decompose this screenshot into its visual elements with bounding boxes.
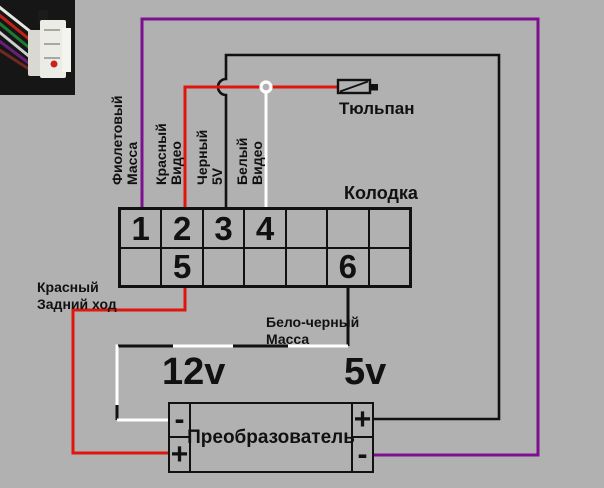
reverse-wire-color: Красный xyxy=(37,279,99,295)
reverse-wire-function: Задний ход xyxy=(37,296,117,312)
connector-slots xyxy=(44,29,60,59)
block-cell-r1c5 xyxy=(285,209,328,248)
connector-photo xyxy=(0,0,75,95)
converter-label: Преобразователь xyxy=(187,426,355,448)
connector-latch-tab xyxy=(38,10,48,24)
pin1-function: Масса xyxy=(124,141,140,185)
ground-wire-color: Бело-черный xyxy=(266,314,360,330)
wire-junction-dot xyxy=(259,80,273,94)
block-cell-r1c6 xyxy=(327,209,369,248)
ground-wire-function: Масса xyxy=(266,331,310,347)
rca-connector-symbol xyxy=(336,78,378,95)
pin3-color: Черный xyxy=(194,129,210,185)
block-cell-6: 6 xyxy=(327,247,369,286)
block-cell-r2c3 xyxy=(202,247,245,286)
block-cell-2: 2 xyxy=(161,209,203,248)
pin3-function: 5V xyxy=(209,167,225,185)
wire-ground-striped-overlay xyxy=(115,344,348,420)
rca-pin xyxy=(370,84,378,91)
block-cell-4: 4 xyxy=(244,209,286,248)
terminal-5v-minus: - xyxy=(351,436,374,473)
connector-red-dot xyxy=(50,60,58,68)
wire-black-5v xyxy=(216,53,501,421)
pin1-color: Фиолетовый xyxy=(109,95,125,185)
block-cell-r1c7 xyxy=(368,209,410,248)
pin4-label: Белый Видео xyxy=(234,137,265,185)
reverse-wire-label: Красный Задний ход xyxy=(37,279,117,313)
wire-purple-ground xyxy=(140,17,540,457)
block-cell-5: 5 xyxy=(161,247,203,286)
connector-face xyxy=(62,28,71,72)
pin3-label: Черный 5V xyxy=(194,129,225,185)
harness-wires xyxy=(0,5,37,73)
terminal-12v-plus: + xyxy=(168,436,191,473)
wire-red-video xyxy=(183,85,338,207)
ground-wire-label: Бело-черный Масса xyxy=(266,314,359,348)
output-voltage-label: 5v xyxy=(344,351,387,393)
rca-label: Тюльпан xyxy=(339,99,415,118)
wire-red-reverse xyxy=(71,288,187,455)
pin2-function: Видео xyxy=(168,141,184,185)
block-cell-r2c4 xyxy=(244,247,286,286)
block-cell-r2c7 xyxy=(368,247,410,286)
pin4-color: Белый xyxy=(234,137,250,185)
rca-diagonal xyxy=(339,80,369,93)
block-cell-1: 1 xyxy=(120,209,162,248)
pin1-label: Фиолетовый Масса xyxy=(109,95,140,185)
block-cell-3: 3 xyxy=(202,209,245,248)
input-voltage-label: 12v xyxy=(162,351,226,393)
connector-block-table: 1 2 3 4 5 6 xyxy=(118,207,412,288)
block-cell-r2c5 xyxy=(285,247,328,286)
connector-block-title: Колодка xyxy=(344,183,418,203)
pin2-label: Красный Видео xyxy=(153,123,184,185)
pin2-color: Красный xyxy=(153,123,169,185)
block-cell-r2c1 xyxy=(120,247,162,286)
pin4-function: Видео xyxy=(249,141,265,185)
connector-body-front xyxy=(40,20,66,78)
